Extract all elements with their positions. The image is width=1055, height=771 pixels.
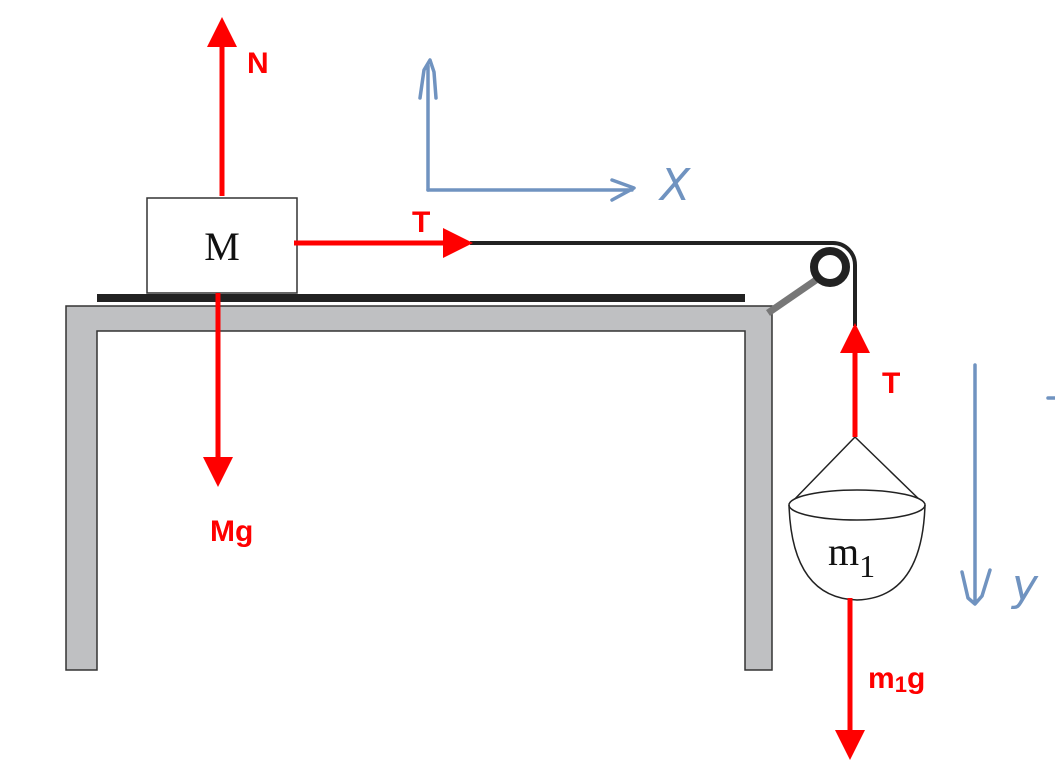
table-surface [97,294,745,302]
x-axis [426,178,636,202]
tension-mass-label: T [882,367,900,400]
table [65,305,773,671]
pulley-support [766,277,818,316]
y-axis-label: y [1010,560,1039,611]
rope [470,241,857,326]
tension-block-label: T [412,206,430,239]
coordinate-axes [418,58,1055,606]
hanging-mass-label: m1 [828,529,875,584]
x-axis-label: X [658,160,691,211]
weight-block-label: Mg [210,515,253,548]
weight-mass-label: m1g [868,662,925,697]
y-axis-down [960,363,992,606]
y-axis-up [418,58,438,192]
pulley [810,247,850,287]
normal-force-label: N [247,47,269,80]
block-label: M [204,224,240,269]
block-m [146,197,298,294]
hanging-pan [788,436,926,601]
